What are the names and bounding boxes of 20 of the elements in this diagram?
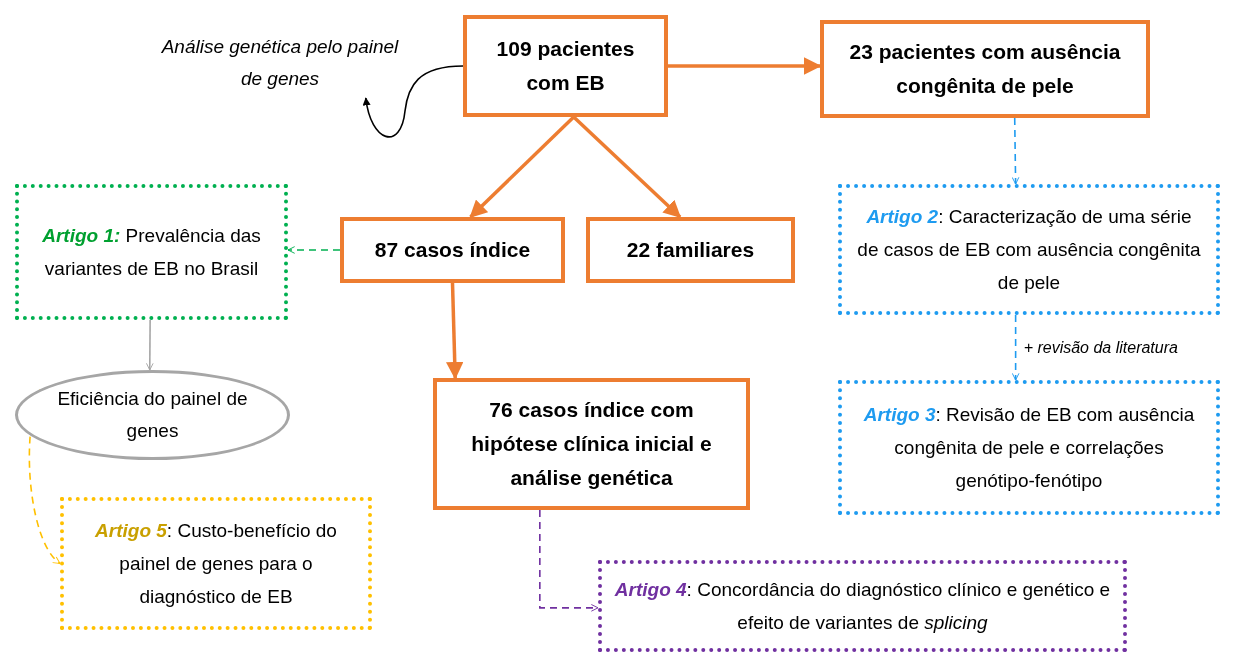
process-box: 23 pacientes com ausência congênita de pele <box>820 20 1150 118</box>
arrow <box>146 319 154 371</box>
process-box: 109 pacientes com EB <box>463 15 668 117</box>
process-box: 76 casos índice com hipótese clínica inicial e análise genética <box>433 378 750 510</box>
ellipse-node: Eficiência do painel de genes <box>15 370 290 460</box>
article-box: Artigo 5: Custo-benefício do painel de genes para o diagnóstico de EB <box>60 497 372 630</box>
process-box: 22 familiares <box>586 217 795 283</box>
arrow <box>469 115 575 219</box>
annotation-text: Análise genética pelo painel de genes <box>160 35 400 91</box>
article-box: Artigo 4: Concordância do diagnóstico clínico e genético e efeito de variantes de splicing <box>598 560 1127 652</box>
arrow <box>572 115 682 219</box>
arrow <box>287 246 341 254</box>
arrow <box>668 57 822 75</box>
arrow <box>446 282 464 380</box>
article-box: Artigo 2: Caracterização de uma série de casos de EB com ausência congênita de pele <box>838 184 1220 315</box>
article-box: Artigo 1: Prevalência das variantes de EB no Brasil <box>15 184 288 320</box>
process-box: 87 casos índice <box>340 217 565 283</box>
edge-label: + revisão da literatura <box>1021 339 1180 356</box>
arrow <box>363 65 464 138</box>
article-box: Artigo 3: Revisão de EB com ausência congênita de pele e correlações genótipo-fenótipo <box>838 380 1220 515</box>
